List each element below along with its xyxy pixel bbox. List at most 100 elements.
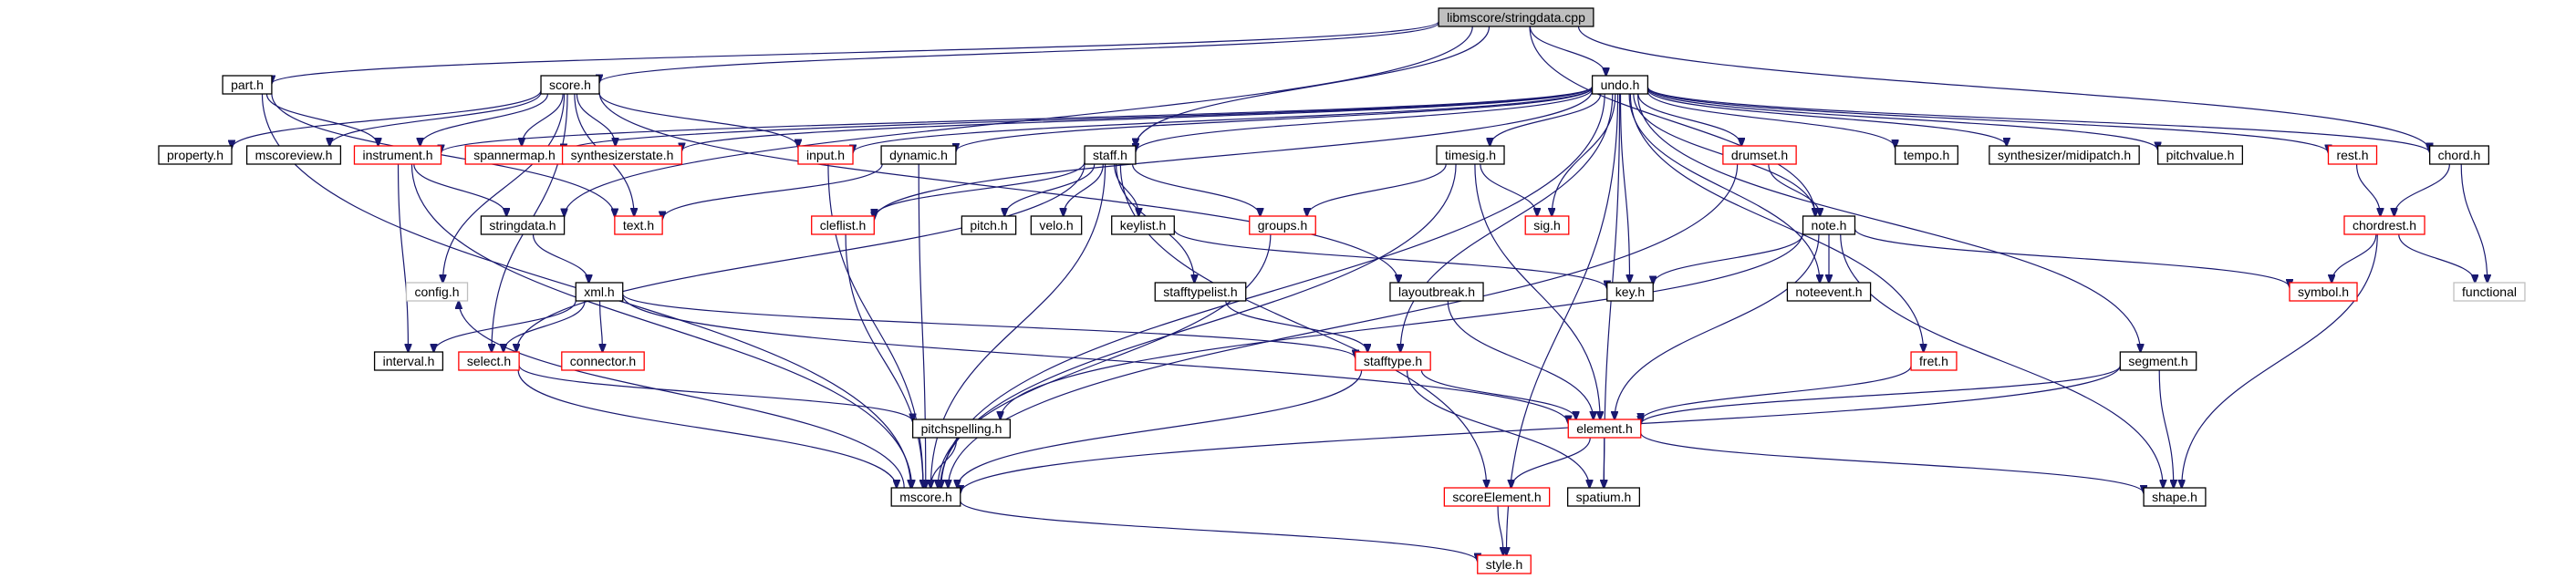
node-mscore[interactable]: mscore.h [890,487,961,507]
node-element[interactable]: element.h [1567,419,1642,439]
node-text-box [614,215,663,235]
node-pitchspelling-label: pitchspelling.h [921,421,1002,436]
node-stafftypelist[interactable]: stafftypelist.h [1154,282,1247,302]
edge-undo-to-synthstate [681,86,1594,150]
node-synthstate-box [561,145,683,165]
node-key-label: key.h [1615,284,1645,299]
edge-timesig-to-sig [1480,163,1537,216]
node-sig[interactable]: sig.h [1524,215,1570,235]
edge-element-to-shape [1640,432,2144,493]
node-synthstate[interactable]: synthesizerstate.h [561,145,683,165]
edge-score-to-instrument [421,93,549,146]
node-staff[interactable]: staff.h [1084,145,1137,165]
node-tempo[interactable]: tempo.h [1895,145,1958,165]
node-cleflist[interactable]: cleflist.h [811,215,875,235]
node-connector[interactable]: connector.h [561,351,645,371]
edge-staff-to-scoreelement [1119,163,1486,488]
node-segment[interactable]: segment.h [2119,351,2197,371]
node-property[interactable]: property.h [158,145,233,165]
node-fret[interactable]: fret.h [1910,351,1958,371]
node-connector-box [561,351,645,371]
node-layoutbreak[interactable]: layoutbreak.h [1389,282,1484,302]
node-scoreelement[interactable]: scoreElement.h [1443,487,1551,507]
edge-note-to-element [1615,233,1820,419]
node-groups[interactable]: groups.h [1249,215,1316,235]
node-input[interactable]: input.h [797,145,854,165]
node-chord[interactable]: chord.h [2428,145,2490,165]
edge-undo-to-sig [1552,93,1616,216]
node-xml-label: xml.h [584,284,614,299]
node-keylist[interactable]: keylist.h [1111,215,1175,235]
node-mscoreview[interactable]: mscoreview.h [245,145,342,165]
node-staff-box [1084,145,1137,165]
node-stafftype[interactable]: stafftype.h [1355,351,1431,371]
edge-note-to-symbol [1854,228,2290,287]
edge-root-to-score [599,22,1439,83]
edge-undo-to-style [1506,93,1619,555]
node-style[interactable]: style.h [1477,554,1532,574]
node-pitchspelling[interactable]: pitchspelling.h [911,419,1012,439]
node-select[interactable]: select.h [458,351,520,371]
edge-undo-to-stafftype [1400,93,1614,352]
node-timesig[interactable]: timesig.h [1436,145,1505,165]
node-mscore-box [890,487,961,507]
node-tempo-label: tempo.h [1904,148,1950,162]
node-instrument[interactable]: instrument.h [353,145,442,165]
node-drumset[interactable]: drumset.h [1722,145,1797,165]
node-spannermap[interactable]: spannermap.h [464,145,565,165]
node-mscoreview-label: mscoreview.h [255,148,333,162]
edge-chord-to-chordrest [2394,163,2450,216]
node-key[interactable]: key.h [1606,282,1654,302]
node-note[interactable]: note.h [1802,215,1856,235]
node-element-box [1567,419,1642,439]
node-style-box [1477,554,1532,574]
node-dynamic[interactable]: dynamic.h [880,145,957,165]
edge-staff-to-cleflist [874,161,1085,217]
node-stringdata-label: stringdata.h [489,218,556,233]
node-score[interactable]: score.h [540,75,600,95]
node-part[interactable]: part.h [222,75,273,95]
node-segment-box [2119,351,2197,371]
nodes-layer: libmscore/stringdata.cpp part.h score.h und… [158,7,2526,574]
node-score-label: score.h [549,78,591,92]
node-select-box [458,351,520,371]
node-rest[interactable]: rest.h [2327,145,2378,165]
node-chordrest[interactable]: chordrest.h [2343,215,2425,235]
node-root-label: libmscore/stringdata.cpp [1447,10,1585,25]
node-shape[interactable]: shape.h [2143,487,2207,507]
node-spatium-box [1566,487,1641,507]
edge-score-to-synthstate [576,93,615,146]
node-undo[interactable]: undo.h [1591,75,1649,95]
node-pitchvalue[interactable]: pitchvalue.h [2156,145,2244,165]
node-rest-box [2327,145,2378,165]
node-midipatch[interactable]: synthesizer/midipatch.h [1989,145,2140,165]
node-synthstate-label: synthesizerstate.h [571,148,674,162]
node-text[interactable]: text.h [614,215,663,235]
node-spatium[interactable]: spatium.h [1566,487,1641,507]
node-xml[interactable]: xml.h [575,282,624,302]
node-stringdata[interactable]: stringdata.h [480,215,566,235]
node-interval[interactable]: interval.h [373,351,444,371]
edge-undo-to-input [853,87,1594,153]
node-config[interactable]: config.h [405,282,469,302]
edge-part-to-text [271,93,615,217]
node-functional[interactable]: functional [2453,282,2526,302]
node-velo[interactable]: velo.h [1030,215,1083,235]
node-segment-label: segment.h [2128,354,2187,368]
node-keylist-label: keylist.h [1120,218,1167,233]
node-root[interactable]: libmscore/stringdata.cpp [1438,7,1594,27]
node-connector-label: connector.h [570,354,636,368]
node-property-box [158,145,233,165]
node-pitchspelling-box [911,419,1012,439]
node-velo-box [1030,215,1083,235]
edge-undo-to-segment [1636,93,2140,352]
edge-timesig-to-groups [1307,163,1447,216]
node-groups-box [1249,215,1316,235]
node-midipatch-box [1989,145,2140,165]
node-symbol[interactable]: symbol.h [2289,282,2358,302]
node-pitch[interactable]: pitch.h [961,215,1017,235]
node-timesig-label: timesig.h [1445,148,1496,162]
edges-layer [232,21,2488,562]
edge-undo-to-pitchvalue [1646,88,2157,150]
node-noteevent[interactable]: noteevent.h [1786,282,1872,302]
